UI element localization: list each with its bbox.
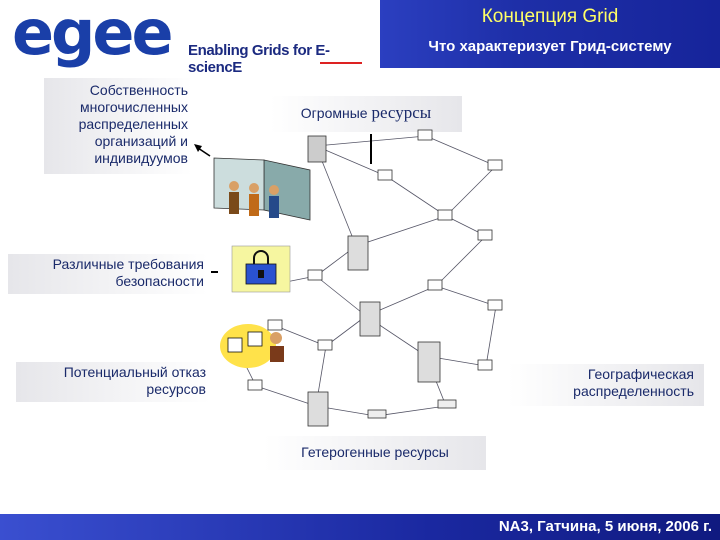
arrow-ownership-icon	[194, 144, 211, 157]
slide-subtitle: Что характеризует Грид-систему	[428, 38, 672, 55]
header-band: Концепция Grid Что характеризует Грид-си…	[380, 0, 720, 68]
ownership-line-1: Собственность	[89, 82, 188, 98]
hetero-text: Гетерогенные ресурсы	[301, 444, 449, 460]
logo-underline	[320, 62, 362, 64]
resources-word: ресурсы	[371, 103, 432, 122]
geo-line-1: Географическая	[587, 366, 694, 382]
logo-area: egee Enabling Grids for E-sciencE	[0, 0, 380, 76]
label-ownership: Собственность многочисленных распределен…	[44, 78, 192, 174]
ownership-line-2: многочисленных	[79, 99, 188, 115]
footer-bar: NA3, Гатчина, 5 июня, 2006 г.	[0, 514, 720, 540]
footer-text: NA3, Гатчина, 5 июня, 2006 г.	[498, 518, 712, 535]
failure-line-1: Потенциальный отказ	[63, 364, 206, 380]
ownership-line-5: индивидуумов	[94, 150, 188, 166]
slide-title: Концепция Grid	[481, 6, 619, 27]
failure-line-2: ресурсов	[146, 381, 206, 397]
label-resources: Огромные ресурсы	[270, 96, 462, 132]
people-building-illustration	[213, 157, 311, 221]
label-security: Различные требования безопасности	[8, 254, 208, 294]
ownership-line-4: организаций и	[94, 133, 188, 149]
egee-logo: egee	[12, 0, 174, 69]
logo-subtitle: Enabling Grids for E-sciencE	[188, 42, 330, 76]
geo-line-2: распределенность	[573, 383, 694, 399]
label-geo: Географическая распределенность	[508, 364, 704, 406]
security-line-1: Различные требования	[52, 256, 204, 272]
security-dash-icon	[211, 271, 218, 273]
label-failure: Потенциальный отказ ресурсов	[16, 362, 210, 402]
network-nodes	[227, 129, 503, 427]
ownership-line-3: распределенных	[78, 116, 188, 132]
security-illustration	[231, 245, 291, 293]
failure-illustration	[220, 324, 284, 368]
network-diagram	[227, 129, 503, 427]
resources-prefix: Огромные	[300, 105, 368, 121]
security-line-2: безопасности	[115, 273, 204, 289]
label-hetero: Гетерогенные ресурсы	[264, 436, 486, 470]
